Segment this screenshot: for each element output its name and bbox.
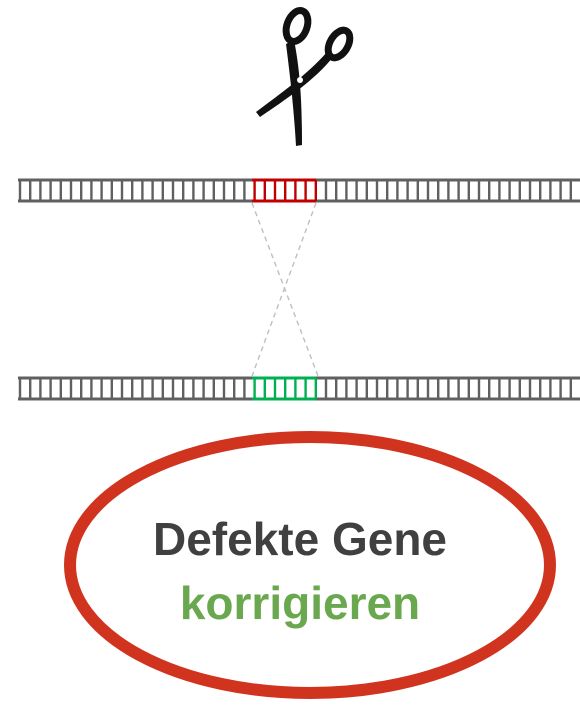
label-defective-genes: Defekte Gene bbox=[152, 513, 447, 565]
dna-strand-top bbox=[18, 178, 580, 203]
label-correct: korrigieren bbox=[179, 577, 421, 629]
scissors-icon bbox=[256, 7, 354, 146]
result-ellipse bbox=[64, 431, 556, 699]
dna-strand-bottom bbox=[18, 376, 580, 401]
crossover-guides bbox=[251, 202, 319, 377]
